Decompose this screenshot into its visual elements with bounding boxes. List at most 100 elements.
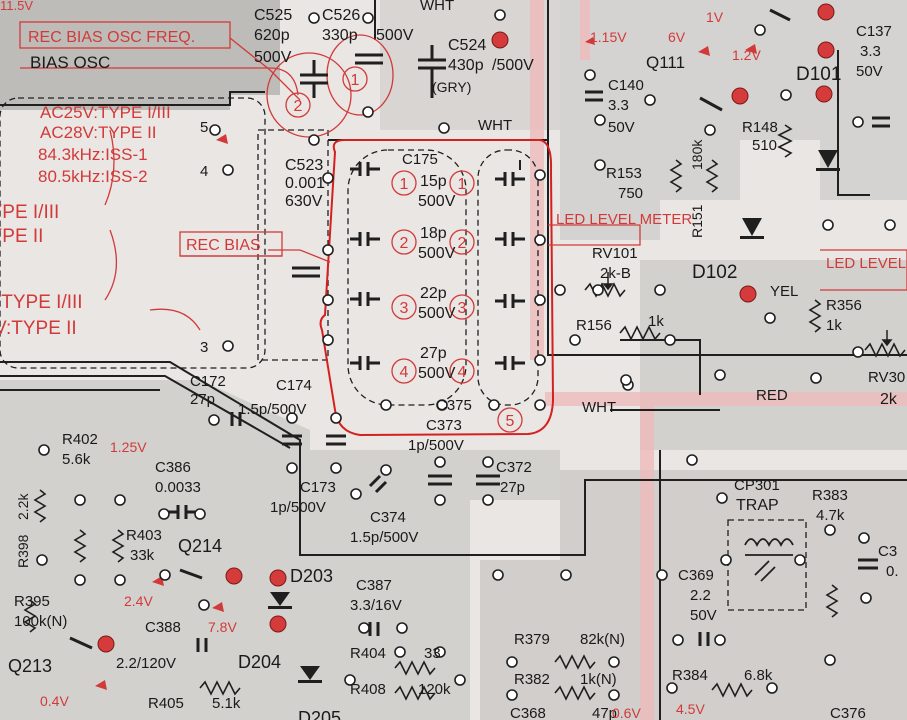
c373-value: 1p/500V xyxy=(408,437,464,454)
c173-ref: C173 xyxy=(300,479,336,496)
c174-ref: C174 xyxy=(276,377,312,394)
circled-number: 1 xyxy=(458,176,467,193)
r403-value: 33k xyxy=(130,547,155,564)
c369-ref: C369 xyxy=(678,567,714,584)
type13-label: TYPE I/III xyxy=(0,202,59,223)
resistor-symbols xyxy=(23,124,906,701)
q214-ref: Q214 xyxy=(178,536,222,556)
pad xyxy=(222,164,234,176)
pad xyxy=(434,646,446,658)
pad xyxy=(824,654,836,666)
pad xyxy=(534,294,546,306)
led-level-meter-label-2: LED LEVEL METER xyxy=(826,255,907,272)
pad xyxy=(852,116,864,128)
cap18-value: 18p xyxy=(420,225,447,242)
r398-value: 2.2k xyxy=(15,493,31,520)
pad xyxy=(594,114,606,126)
red-pad xyxy=(817,41,835,59)
r156-value: 1k xyxy=(648,313,664,330)
pad xyxy=(714,634,726,646)
pad xyxy=(286,462,298,474)
c140-ref: C140 xyxy=(608,77,644,94)
pad xyxy=(74,494,86,506)
r402-ref: R402 xyxy=(62,431,98,448)
circled-number-ring xyxy=(391,170,417,196)
pad xyxy=(322,334,334,346)
c173-value: 1p/500V xyxy=(270,499,326,516)
pad xyxy=(308,12,320,24)
pad xyxy=(534,234,546,246)
c140-value: 3.3 xyxy=(608,97,629,114)
pad xyxy=(714,369,726,381)
red-pad xyxy=(269,569,287,587)
freq-iss2-label: 80.5kHz:ISS-2 xyxy=(38,167,148,186)
r151-value: 180k xyxy=(689,139,705,170)
red-pad xyxy=(731,87,749,105)
pad xyxy=(766,682,778,694)
pad xyxy=(506,656,518,668)
r382-value: 1k(N) xyxy=(580,671,617,688)
led-level-meter-label: LED LEVEL METER xyxy=(556,211,692,228)
c523-voltage: 630V xyxy=(285,193,323,210)
r356-value: 1k xyxy=(826,317,842,334)
red-pad xyxy=(97,635,115,653)
cap22-voltage: 500V xyxy=(418,305,456,322)
pad xyxy=(492,569,504,581)
pad xyxy=(822,219,834,231)
pad xyxy=(810,372,822,384)
q111-ref: Q111 xyxy=(646,53,685,72)
pad xyxy=(884,219,896,231)
rec-bias-label: REC BIAS xyxy=(186,237,261,254)
voltage-4-5: 4.5V xyxy=(676,701,705,717)
pad xyxy=(560,569,572,581)
diode-symbols xyxy=(268,150,840,683)
pad xyxy=(482,494,494,506)
c386-ref: C386 xyxy=(155,459,191,476)
pad xyxy=(114,574,126,586)
circled-number-ring xyxy=(342,66,368,92)
pad xyxy=(158,508,170,520)
pad xyxy=(198,599,210,611)
r408-ref: R408 xyxy=(350,681,386,698)
rv101-value: 2k-B xyxy=(600,265,631,282)
r383-ref: R383 xyxy=(812,487,848,504)
r395-value: 100k(N) xyxy=(14,613,67,630)
circled-number-ring xyxy=(391,294,417,320)
r404-ref: R404 xyxy=(350,645,386,662)
c376-ref: C376 xyxy=(830,705,866,720)
c375-ref: C375 xyxy=(436,397,472,414)
pad xyxy=(362,106,374,118)
pad xyxy=(858,532,870,544)
c526-ref: C526 xyxy=(322,7,360,24)
pad xyxy=(322,172,334,184)
circled-number: 1 xyxy=(400,176,409,193)
pot-arrows xyxy=(602,272,893,347)
bias-osc-label: BIAS OSC xyxy=(30,53,110,72)
cap27-value: 27p xyxy=(420,345,447,362)
pad xyxy=(534,354,546,366)
c372-ref: C372 xyxy=(496,459,532,476)
pad xyxy=(208,414,220,426)
c137-value: 3.3 xyxy=(860,43,881,60)
voltage-1-25: 1.25V xyxy=(110,439,147,455)
pad xyxy=(330,412,342,424)
red-pad xyxy=(739,285,757,303)
d101-ref: D101 xyxy=(796,64,841,85)
pad xyxy=(584,69,596,81)
c525-ref: C525 xyxy=(254,7,292,24)
pad xyxy=(434,456,446,468)
r384-value: 6.8k xyxy=(744,667,773,684)
circled-number-ring xyxy=(449,229,475,255)
pad xyxy=(534,399,546,411)
c3xx-ref: C3 xyxy=(878,543,897,560)
voltage-0-6: 0.6V xyxy=(612,705,641,720)
ac25v-label: AC25V:TYPE I/III xyxy=(40,103,171,122)
c524-ref: C524 xyxy=(448,37,486,54)
d204-ref: D204 xyxy=(238,652,281,672)
circled-number: 2 xyxy=(458,235,467,252)
circled-number: 3 xyxy=(458,300,467,317)
red-pad xyxy=(225,567,243,585)
pad xyxy=(644,94,656,106)
